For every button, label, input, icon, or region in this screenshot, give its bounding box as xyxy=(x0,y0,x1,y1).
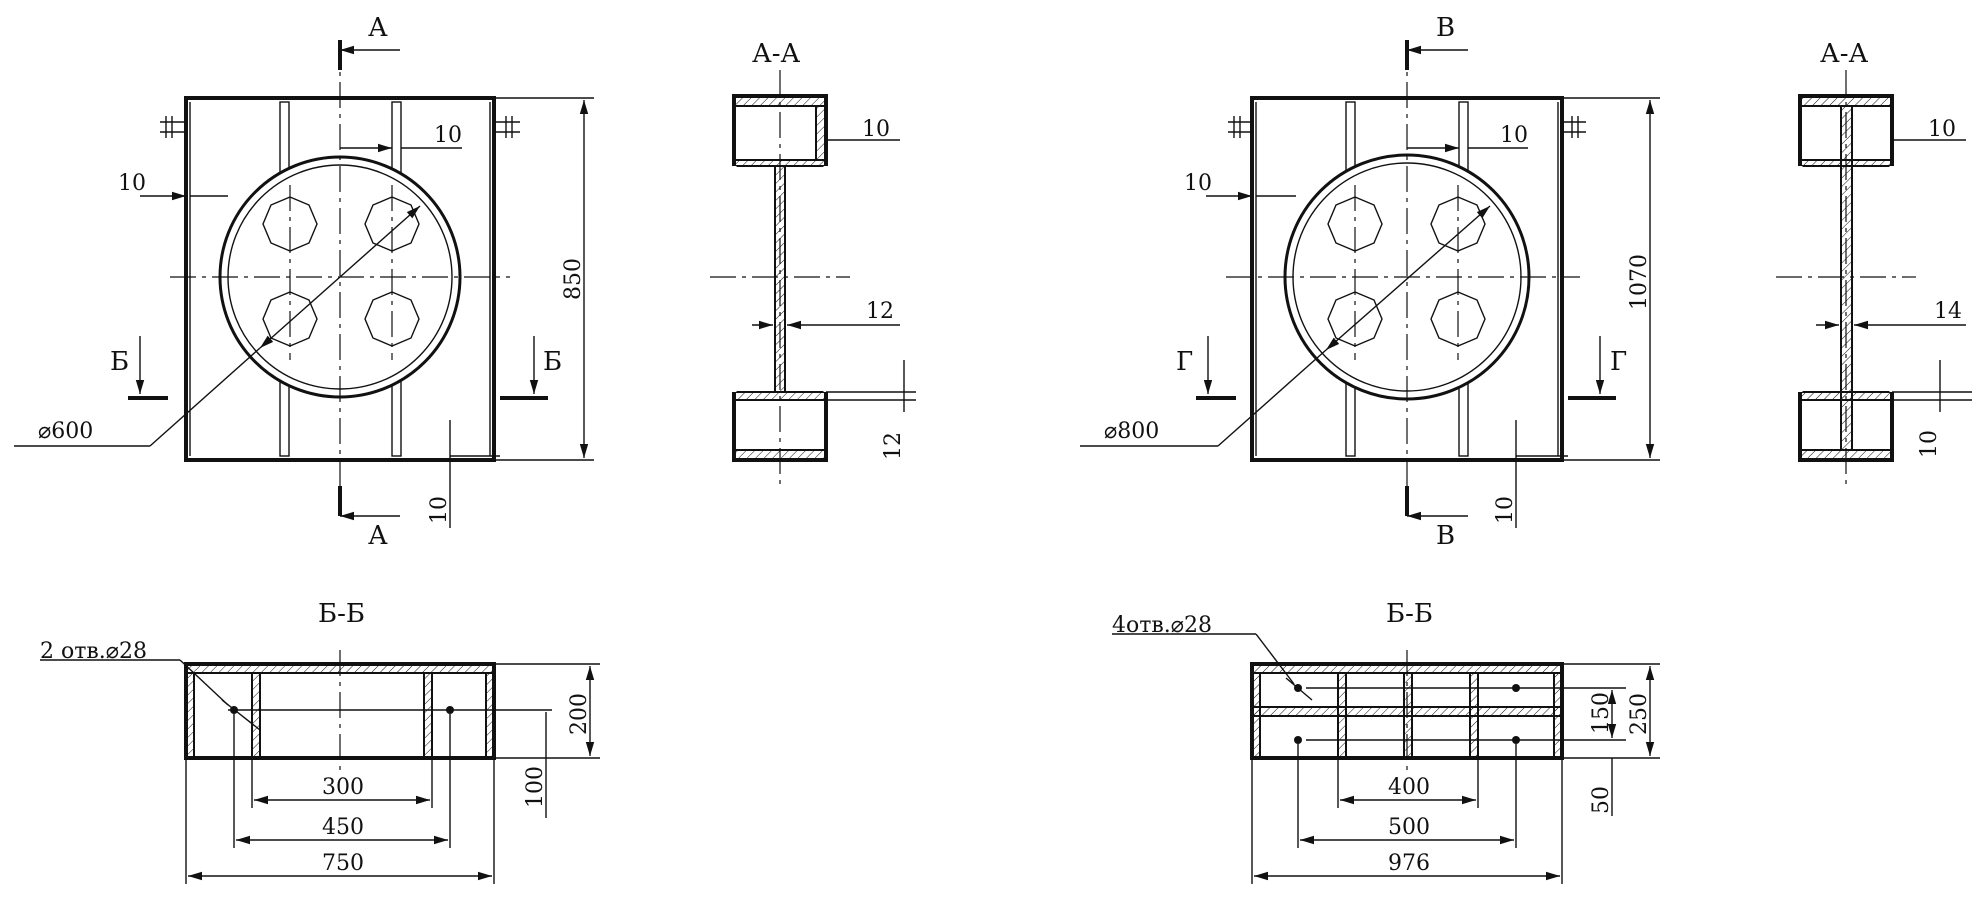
section-letter-b-left: Б xyxy=(110,347,129,377)
dim-left-plate: 10 xyxy=(1184,171,1212,196)
bottom-section-title: Б-Б xyxy=(1386,599,1433,629)
right-front-view: В В Г Г 10 10 1070 10 ⌀800 xyxy=(1080,13,1660,551)
dim-diameter: ⌀600 xyxy=(38,419,93,444)
bottom-dim-height: 200 xyxy=(567,693,592,735)
bottom-section-title: Б-Б xyxy=(318,599,365,629)
bottom-dim-total: 976 xyxy=(1388,851,1430,876)
dim-bottom-plate: 10 xyxy=(1493,496,1518,524)
bottom-dim-holes: 450 xyxy=(322,815,364,840)
side-dim-top: 10 xyxy=(862,117,890,142)
left-side-section: А-А 10 12 12 xyxy=(710,39,916,490)
bottom-dim-inner: 400 xyxy=(1388,775,1430,800)
left-bottom-section: Б-Б 2 отв.⌀28 200 100 300 450 xyxy=(40,599,600,884)
side-dim-bottom: 12 xyxy=(881,432,906,460)
left-front-view: А А Б Б 10 10 850 10 ⌀600 xyxy=(14,13,594,551)
side-dim-web: 12 xyxy=(866,299,894,324)
section-letter-a-top: А xyxy=(368,13,388,43)
bottom-dim-hole-height: 100 xyxy=(523,766,548,808)
bottom-dim-height: 250 xyxy=(1627,693,1652,735)
section-letter-b-right: Б xyxy=(543,347,562,377)
bottom-dim-total: 750 xyxy=(322,851,364,876)
side-dim-top: 10 xyxy=(1928,117,1956,142)
side-section-title: А-А xyxy=(752,39,800,69)
bottom-dim-hole-height: 50 xyxy=(1589,786,1614,814)
side-section-title: А-А xyxy=(1820,39,1868,69)
right-bottom-section: Б-Б 4отв.⌀28 250 150 50 400 500 xyxy=(1112,599,1660,884)
bottom-dim-holes: 500 xyxy=(1388,815,1430,840)
dim-height: 1070 xyxy=(1627,254,1652,310)
bottom-dim-inner: 300 xyxy=(322,775,364,800)
dim-height: 850 xyxy=(561,258,586,300)
section-letter-v-top: В xyxy=(1436,13,1455,43)
side-dim-web: 14 xyxy=(1934,299,1962,324)
dim-top-plate: 10 xyxy=(1500,123,1528,148)
section-letter-g-left: Г xyxy=(1176,347,1193,377)
section-letter-v-bottom: В xyxy=(1436,521,1455,551)
dim-top-plate: 10 xyxy=(434,123,462,148)
right-side-section: А-А 10 14 10 xyxy=(1776,39,1972,490)
bottom-dim-mid: 150 xyxy=(1589,692,1614,734)
section-letter-a-bottom: А xyxy=(368,521,388,551)
dim-bottom-plate: 10 xyxy=(427,496,452,524)
section-letter-g-right: Г xyxy=(1610,347,1627,377)
dim-diameter: ⌀800 xyxy=(1104,419,1159,444)
dim-left-plate: 10 xyxy=(118,171,146,196)
side-dim-bottom: 10 xyxy=(1917,430,1942,458)
